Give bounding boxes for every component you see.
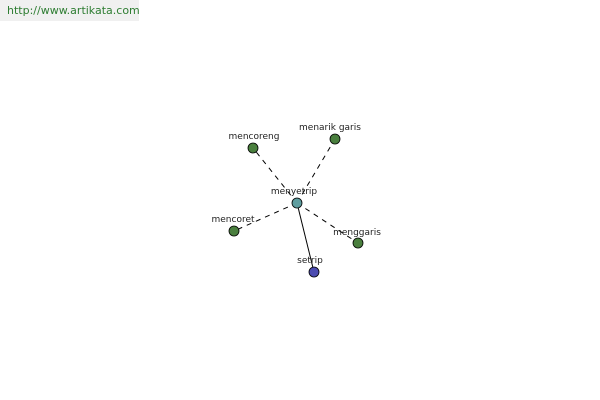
site-url: http://www.artikata.com — [0, 0, 140, 21]
node-mencoreng[interactable] — [247, 142, 259, 154]
edge-menggaris — [296, 202, 359, 244]
label-menarik-garis[interactable]: menarik garis — [299, 123, 361, 133]
label-setrip[interactable]: setrip — [297, 256, 323, 266]
label-menggaris[interactable]: menggaris — [333, 228, 381, 238]
edge-menarik-garis — [296, 138, 336, 204]
graph-labels: mencoreng menarik garis mencoret menggaris s… — [211, 123, 381, 266]
edge-mencoreng — [252, 147, 298, 204]
label-menyetrip[interactable]: menyetrip — [271, 187, 318, 197]
graph-edges — [233, 138, 359, 273]
edge-mencoret — [233, 202, 298, 232]
label-mencoreng[interactable]: mencoreng — [229, 132, 280, 142]
node-menyetrip[interactable] — [291, 197, 303, 209]
label-mencoret[interactable]: mencoret — [211, 215, 255, 225]
node-setrip[interactable] — [308, 266, 320, 278]
node-menggaris[interactable] — [352, 237, 364, 249]
node-menarik-garis[interactable] — [329, 133, 341, 145]
graph-nodes — [228, 133, 364, 278]
edge-setrip — [296, 202, 315, 273]
node-mencoret[interactable] — [228, 225, 240, 237]
